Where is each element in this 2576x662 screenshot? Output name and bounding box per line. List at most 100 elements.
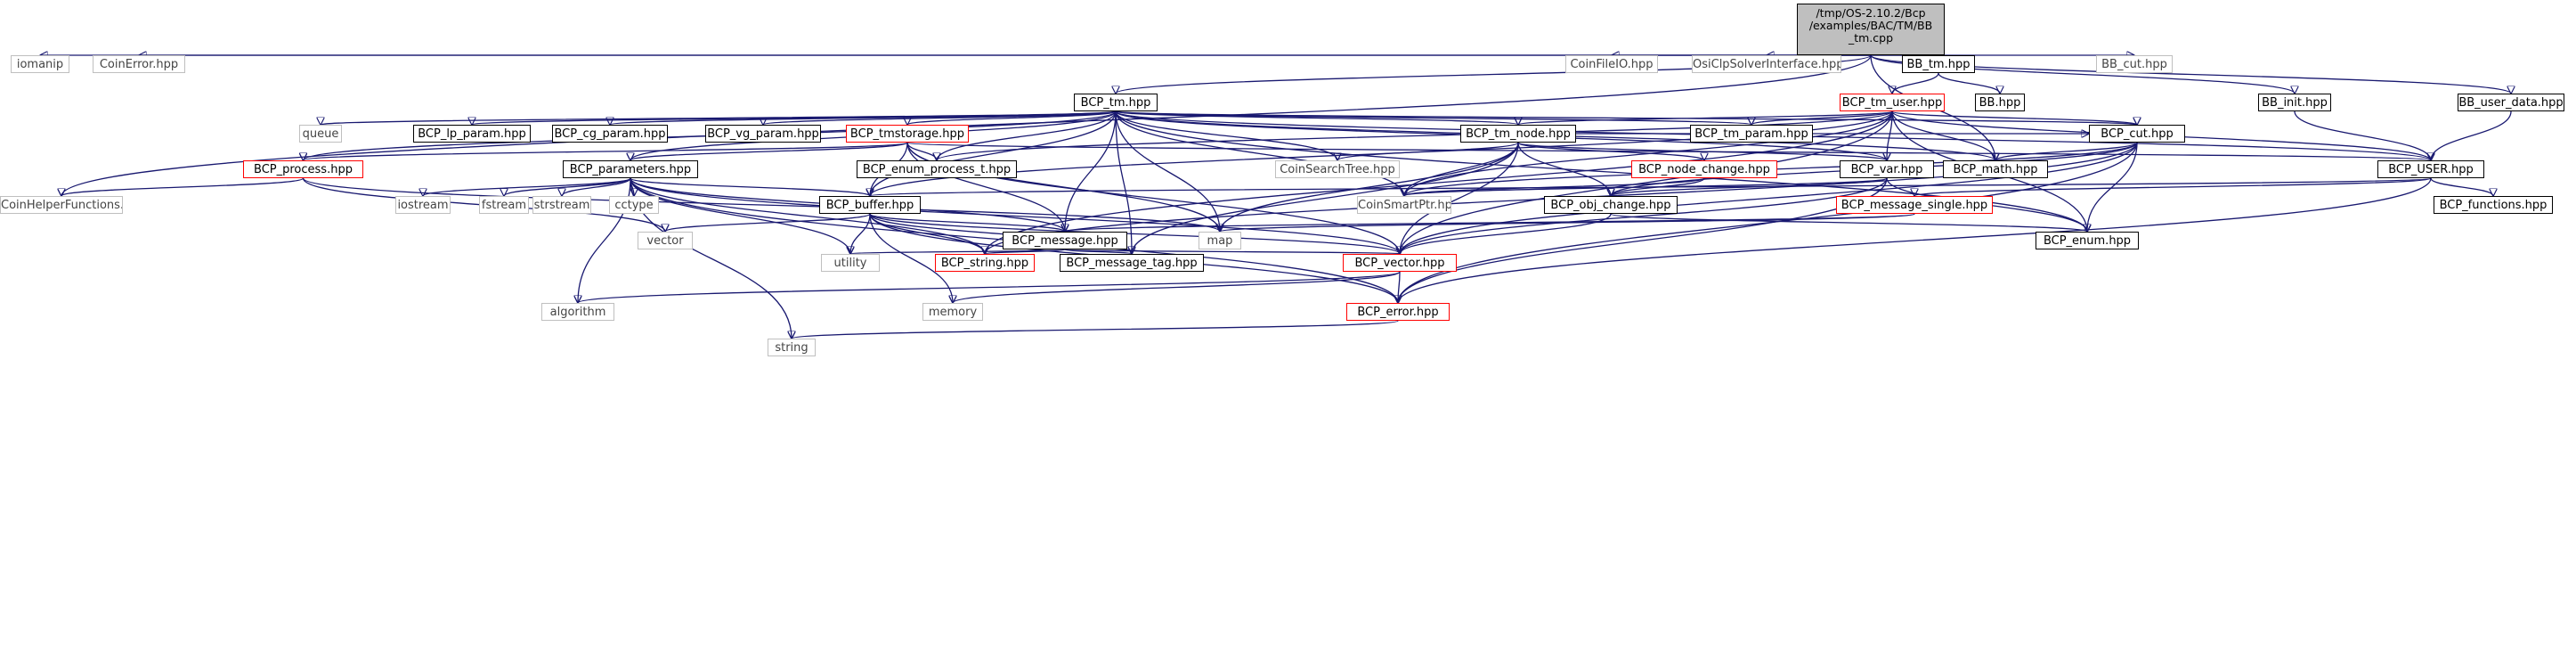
node-bcp-var[interactable]: BCP_var.hpp xyxy=(1840,160,1934,178)
node-label: BCP_vg_param.hpp xyxy=(707,127,819,141)
edge-bcp_message-to-bcp_string xyxy=(985,249,1066,255)
edge-bcp_tm-to-bcp_enum_process_t xyxy=(937,110,1117,160)
edge-bcp_message_single-to-bcp_message xyxy=(1065,213,1915,232)
edge-bcp_cut-to-bcp_math xyxy=(1995,142,2138,161)
node-bcp-enum-process-t[interactable]: BCP_enum_process_t.hpp xyxy=(857,160,1017,178)
node-bcp-process[interactable]: BCP_process.hpp xyxy=(243,160,363,178)
node-string[interactable]: string xyxy=(768,339,816,356)
edge-bcp_buffer-to-vector xyxy=(665,213,871,233)
node-strstream[interactable]: strstream xyxy=(532,196,591,214)
node-bb-cut[interactable]: BB_cut.hpp xyxy=(2096,55,2173,73)
edge-bcp_tm-to-bcp_buffer xyxy=(870,110,1117,196)
node-queue[interactable]: queue xyxy=(299,125,342,143)
node-bcp-vg-param[interactable]: BCP_vg_param.hpp xyxy=(705,125,821,143)
edge-bcp_process-to-coinhelper xyxy=(61,177,305,197)
node-bcp-tmstorage[interactable]: BCP_tmstorage.hpp xyxy=(846,125,969,143)
node-label: BCP_buffer.hpp xyxy=(825,199,914,212)
node-fstream[interactable]: fstream xyxy=(479,196,529,214)
node-bb-tm[interactable]: BB_tm.hpp xyxy=(1902,55,1975,73)
edge-bcp_parameters-to-utility xyxy=(630,177,850,254)
edge-bcp_tm-to-bcp_tm_node xyxy=(1115,110,1518,125)
edge-bcp_tm_node-to-bcp_var xyxy=(1517,142,1887,160)
node-iomanip[interactable]: iomanip xyxy=(11,55,69,73)
node-bcp-tm[interactable]: BCP_tm.hpp xyxy=(1074,94,1158,111)
node-coinerror[interactable]: CoinError.hpp xyxy=(93,55,185,73)
edge-bcp_user-to-bcp_buffer xyxy=(870,177,2432,196)
node-label: BCP_tm_node.hpp xyxy=(1466,127,1571,141)
node-cctype[interactable]: cctype xyxy=(609,196,659,214)
node-osiclp[interactable]: OsiClpSolverInterface.hpp xyxy=(1692,55,1841,73)
node-bcp-vector[interactable]: BCP_vector.hpp xyxy=(1343,254,1457,272)
edge-bcp_buffer-to-bcp_string xyxy=(869,213,985,254)
edge-bcp_tm_user-to-bcp_tm_param xyxy=(1751,110,1893,126)
node-label: BCP_enum_process_t.hpp xyxy=(862,163,1012,176)
node-label: BCP_vector.hpp xyxy=(1354,257,1445,270)
edge-bb_tm-to-bb xyxy=(1938,72,2000,94)
node-coinsearchtree[interactable]: CoinSearchTree.hpp xyxy=(1275,160,1400,178)
node-bb[interactable]: BB.hpp xyxy=(1975,94,2025,111)
edge-bcp_message-to-bcp_message_tag xyxy=(1064,249,1132,255)
node-bcp-user[interactable]: BCP_USER.hpp xyxy=(2377,160,2484,178)
edge-bcp_message-to-bcp_vector xyxy=(1064,249,1400,254)
node-bcp-obj-change[interactable]: BCP_obj_change.hpp xyxy=(1544,196,1678,214)
edge-bcp_tmstorage-to-bcp_parameters xyxy=(630,142,908,161)
node-label: BCP_functions.hpp xyxy=(2439,199,2548,212)
node-map[interactable]: map xyxy=(1199,232,1241,249)
node-bcp-string[interactable]: BCP_string.hpp xyxy=(935,254,1035,272)
node-bcp-functions[interactable]: BCP_functions.hpp xyxy=(2434,196,2553,214)
node-label: map xyxy=(1207,234,1233,248)
root-label-line: /tmp/OS-2.10.2/Bcp xyxy=(1816,6,1926,20)
node-label: iostream xyxy=(397,199,449,212)
node-coinhelper[interactable]: CoinHelperFunctions.hpp xyxy=(0,196,123,214)
node-bcp-message-single[interactable]: BCP_message_single.hpp xyxy=(1836,196,1993,214)
node-bcp-cut[interactable]: BCP_cut.hpp xyxy=(2089,125,2185,143)
edge-bcp_tm-to-bcp_cut xyxy=(1115,110,2137,125)
node-bcp-node-change[interactable]: BCP_node_change.hpp xyxy=(1631,160,1777,178)
node-bcp-cg-param[interactable]: BCP_cg_param.hpp xyxy=(552,125,668,143)
edge-bcp_message-to-utility xyxy=(850,249,1066,254)
edge-root-to-bb_init xyxy=(1870,54,2295,94)
node-bcp-tm-node[interactable]: BCP_tm_node.hpp xyxy=(1460,125,1576,143)
node-algorithm[interactable]: algorithm xyxy=(541,303,614,321)
node-label: BCP_cut.hpp xyxy=(2101,127,2174,141)
node-bcp-tm-param[interactable]: BCP_tm_param.hpp xyxy=(1690,125,1813,143)
node-label: CoinFileIO.hpp xyxy=(1570,58,1654,71)
edge-bcp_parameters-to-bcp_vector xyxy=(630,177,1400,254)
node-utility[interactable]: utility xyxy=(821,254,880,272)
node-label: BCP_var.hpp xyxy=(1850,163,1923,176)
edge-bcp_user-to-bcp_functions xyxy=(2430,177,2493,196)
node-bcp-message-tag[interactable]: BCP_message_tag.hpp xyxy=(1060,254,1204,272)
edge-bb_user_data-to-bcp_user xyxy=(2431,110,2512,160)
node-label: fstream xyxy=(481,199,527,212)
node-bcp-error[interactable]: BCP_error.hpp xyxy=(1346,303,1450,321)
node-coinfileio[interactable]: CoinFileIO.hpp xyxy=(1565,55,1658,73)
edge-bcp_var-to-bcp_vector xyxy=(1400,177,1888,254)
edge-bcp_obj_change-to-bcp_vector xyxy=(1400,213,1612,254)
node-label: BCP_message_tag.hpp xyxy=(1066,257,1198,270)
node-iostream[interactable]: iostream xyxy=(395,196,451,214)
node-bcp-lp-param[interactable]: BCP_lp_param.hpp xyxy=(413,125,531,143)
node-memory[interactable]: memory xyxy=(922,303,983,321)
node-label: BCP_tm.hpp xyxy=(1080,96,1151,110)
node-label: BCP_node_change.hpp xyxy=(1638,163,1770,176)
node-bcp-enum[interactable]: BCP_enum.hpp xyxy=(2036,232,2139,249)
edge-bcp_vector-to-bcp_error xyxy=(1398,271,1400,303)
node-vector[interactable]: vector xyxy=(638,232,693,249)
edge-bcp_obj_change-to-bcp_enum xyxy=(1610,213,2087,232)
node-bcp-buffer[interactable]: BCP_buffer.hpp xyxy=(819,196,921,214)
node-coinsmartptr[interactable]: CoinSmartPtr.hpp xyxy=(1357,196,1451,214)
node-bb-user-data[interactable]: BB_user_data.hpp xyxy=(2458,94,2564,111)
node-label: cctype xyxy=(614,199,654,212)
node-bcp-message[interactable]: BCP_message.hpp xyxy=(1003,232,1127,249)
node-label: BCP_tm_user.hpp xyxy=(1841,96,1943,110)
node-label: BCP_USER.hpp xyxy=(2388,163,2474,176)
edge-bcp_cut-to-bcp_enum xyxy=(2087,142,2138,232)
edge-bcp_tm_node-to-bcp_message_tag xyxy=(1132,142,1519,254)
node-bcp-parameters[interactable]: BCP_parameters.hpp xyxy=(563,160,698,178)
node-bcp-math[interactable]: BCP_math.hpp xyxy=(1943,160,2048,178)
node-label: CoinHelperFunctions.hpp xyxy=(1,199,123,212)
node-label: BCP_enum.hpp xyxy=(2043,234,2132,248)
node-bb-init[interactable]: BB_init.hpp xyxy=(2258,94,2331,111)
node-bcp-tm-user[interactable]: BCP_tm_user.hpp xyxy=(1840,94,1945,111)
node-label: memory xyxy=(928,306,978,319)
